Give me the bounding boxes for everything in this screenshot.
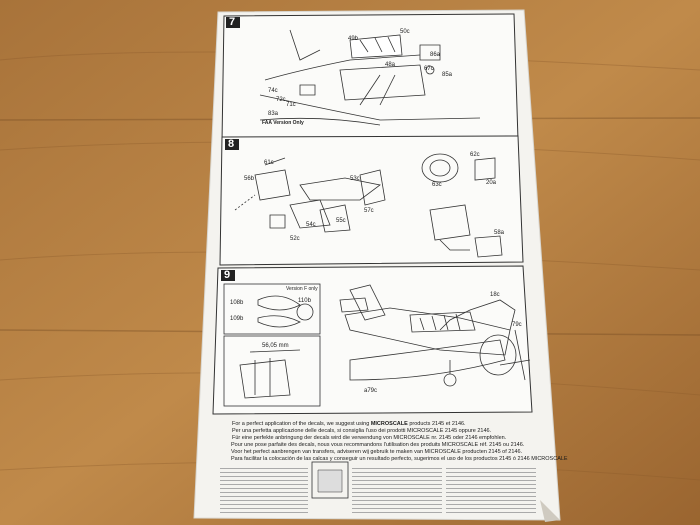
- part-label: 109b: [230, 316, 244, 322]
- step-8-panel: [219, 135, 524, 266]
- faa-version-note: FAA Version Only: [262, 120, 304, 126]
- decal-note-fr: Pour une pose parfaite des decals, nous …: [231, 442, 525, 448]
- part-label: 48a: [385, 62, 396, 68]
- decal-note-en: For a perfect application of the decals,…: [232, 421, 466, 427]
- part-label: 57c: [364, 208, 374, 214]
- decal-note-en-tail: products 2145 et 2146.: [407, 421, 466, 427]
- part-label: a79c: [364, 388, 378, 394]
- part-label: 62c: [470, 152, 480, 158]
- part-label: 54c: [306, 222, 316, 228]
- part-label: 63c: [432, 182, 442, 188]
- part-label: 71c: [286, 102, 296, 108]
- part-label: 50c: [400, 29, 410, 35]
- decal-note-nl: Voor het perfect aanbrengen van transfer…: [231, 449, 523, 455]
- microscale-brand: MICROSCALE: [370, 421, 408, 427]
- part-label: 67c: [424, 66, 434, 72]
- decal-note-en-text: For a perfect application of the decals,…: [232, 421, 371, 427]
- part-label: 52c: [290, 236, 300, 242]
- step-number-8: 8: [228, 138, 235, 150]
- part-label: 86a: [430, 52, 441, 58]
- part-label: 110b: [298, 298, 311, 304]
- part-label: 56b: [244, 176, 255, 182]
- part-label: 85a: [442, 72, 453, 78]
- decal-note-de: Für eine perfekte anbringung der decals …: [232, 435, 507, 441]
- part-label: 20a: [486, 180, 497, 186]
- part-label: 108b: [230, 300, 244, 306]
- part-label: 79c: [512, 322, 522, 328]
- part-label: 53c: [350, 176, 360, 182]
- step-7-panel: [221, 13, 519, 143]
- small-print-column: [352, 465, 442, 515]
- measurement-label: 56,05 mm: [262, 343, 289, 349]
- step-number-9: 9: [224, 269, 231, 281]
- small-print-column: [446, 465, 536, 515]
- part-label: 61c: [264, 160, 274, 166]
- decal-note-it: Per una perfetta applicazione delle deca…: [232, 428, 492, 434]
- step-9-panel: [212, 265, 533, 415]
- part-label: 55c: [336, 218, 346, 224]
- part-label: 58a: [494, 230, 505, 236]
- part-label: 72c: [276, 97, 286, 103]
- footer-panels: [311, 461, 349, 499]
- part-label: 18c: [490, 292, 500, 298]
- decal-note-es: Para facilitar la colocación de las calc…: [231, 456, 568, 462]
- part-label: 83a: [268, 111, 279, 117]
- small-print-column: [220, 465, 308, 515]
- version-f-note: Version F only: [286, 286, 318, 292]
- step-number-7: 7: [229, 16, 236, 28]
- part-label: 74c: [268, 88, 278, 94]
- part-label: 49b: [348, 36, 359, 42]
